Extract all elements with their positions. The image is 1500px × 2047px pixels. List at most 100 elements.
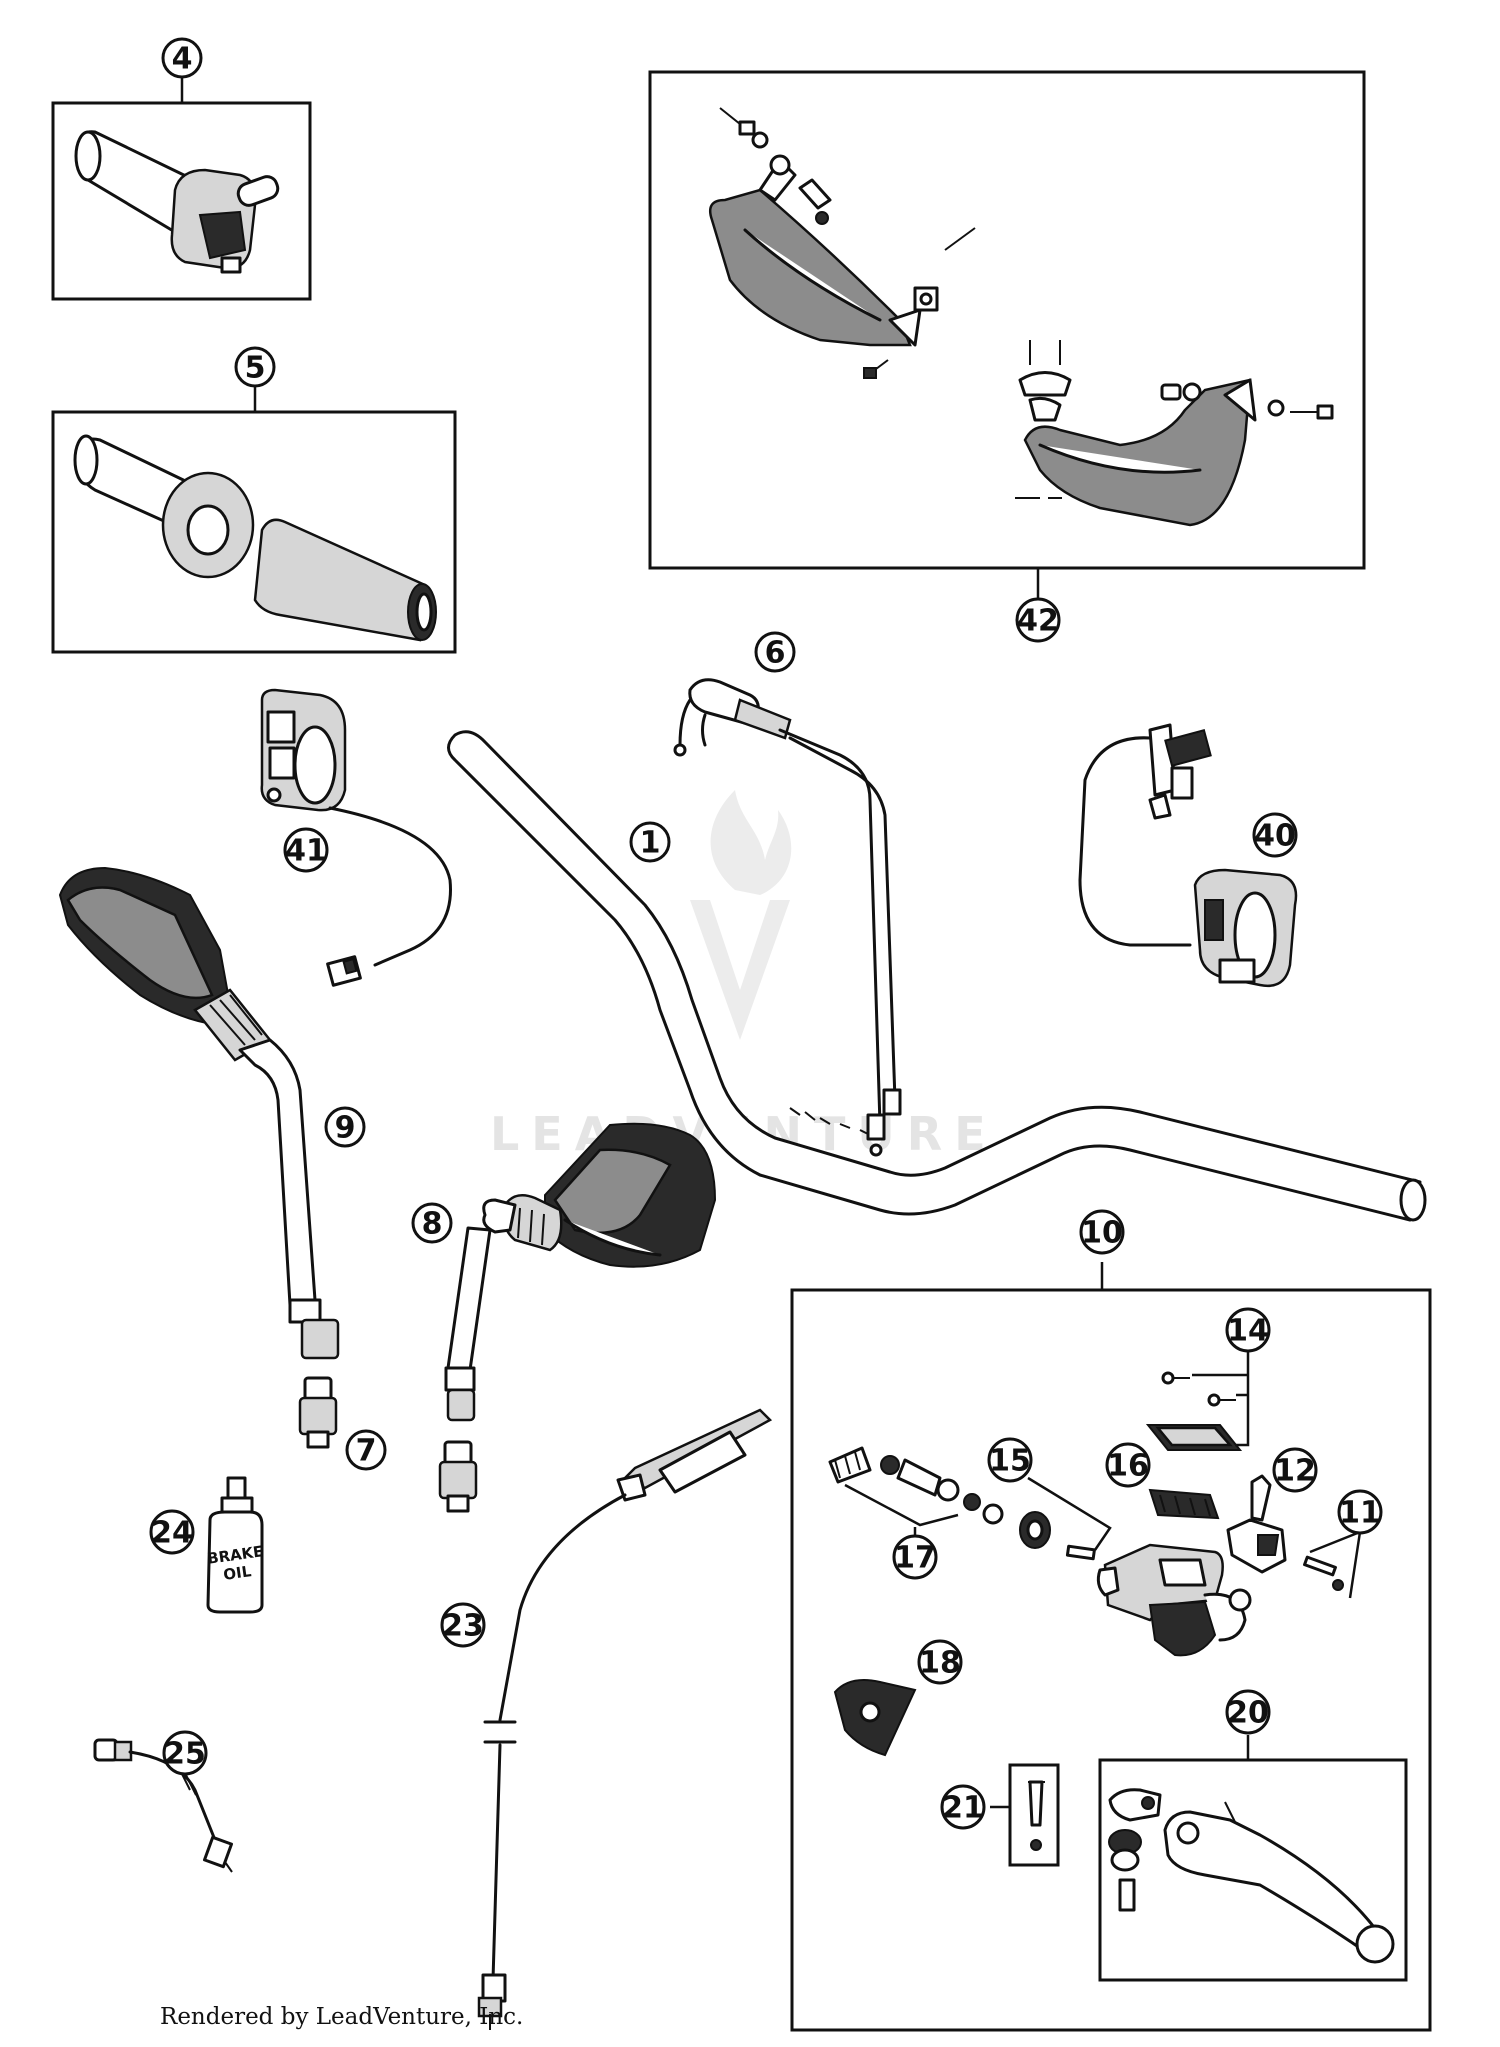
callout-circle (283, 827, 329, 873)
callout-label: 5 (245, 351, 266, 386)
footer-credit: Rendered by LeadVenture, Inc. (160, 2004, 523, 2030)
part-9-left-mirror (58, 866, 340, 1360)
callout-25: 25 (162, 1730, 208, 1776)
callout-5: 5 (234, 346, 276, 388)
callout-42: 42 (1015, 597, 1061, 643)
callout-circle (892, 1534, 938, 1580)
callout-circle (149, 1509, 195, 1555)
callout-10: 10 (1079, 1209, 1125, 1255)
part-24-brake-oil-bottle: BRAKE OIL (206, 1476, 265, 1614)
callouts: 4 5 42 6 41 1 40 9 8 10 14 7 15 16 12 24 11 17 23 18 25 20 21 (149, 37, 1383, 1830)
callout-label: 8 (422, 1207, 443, 1242)
callout-circle (234, 346, 276, 388)
callout-circle (1079, 1209, 1125, 1255)
callout-circle (162, 1730, 208, 1776)
callout-20: 20 (1225, 1689, 1271, 1735)
callout-circle (324, 1106, 366, 1148)
part-23-clutch-line (477, 1408, 773, 2030)
callout-23: 23 (440, 1602, 486, 1648)
part-42-hand-guards (648, 70, 1366, 570)
callout-circle (411, 1202, 453, 1244)
callout-circle (1105, 1442, 1151, 1488)
callout-label: 14 (1227, 1314, 1269, 1349)
callout-label: 23 (442, 1609, 484, 1644)
callout-circle (940, 1784, 986, 1830)
callout-14: 14 (1225, 1307, 1271, 1353)
callout-label: 21 (942, 1791, 984, 1826)
callout-label: 6 (765, 636, 786, 671)
callout-11: 11 (1337, 1489, 1383, 1535)
watermark-flame-icon (710, 790, 792, 895)
callout-8: 8 (411, 1202, 453, 1244)
callout-41: 41 (283, 827, 329, 873)
callout-circle (1252, 812, 1298, 858)
frame-10 (790, 1288, 1432, 2032)
part-11-clamp (1226, 1518, 1362, 1599)
callout-label: 12 (1274, 1454, 1316, 1489)
callout-1: 1 (629, 821, 671, 863)
part-17-piston-kit (828, 1446, 1004, 1550)
callout-label: 11 (1339, 1496, 1381, 1531)
frame-42 (648, 70, 1366, 570)
callout-label: 7 (356, 1434, 377, 1469)
callout-circle (1225, 1689, 1271, 1735)
callout-circle (1337, 1489, 1383, 1535)
callout-12: 12 (1272, 1447, 1318, 1493)
callout-24: 24 (149, 1509, 195, 1555)
callout-label: 17 (894, 1541, 936, 1576)
callout-label: 9 (335, 1111, 356, 1146)
part-6-throttle-cable (673, 678, 902, 1157)
part-14-reservoir-cover (1145, 1340, 1250, 1451)
part-1-handlebar (447, 730, 1427, 1222)
callout-9: 9 (324, 1106, 366, 1148)
callout-label: 41 (285, 834, 327, 869)
watermark-v-icon (690, 900, 790, 1040)
callout-circle (917, 1639, 963, 1685)
callout-label: 24 (151, 1516, 193, 1551)
callout-label: 20 (1227, 1696, 1269, 1731)
frame-20 (1098, 1758, 1408, 1982)
part-41-left-switch (260, 688, 452, 987)
callout-circle (1225, 1307, 1271, 1353)
bottle-label-line2: OIL (222, 1562, 253, 1584)
callout-4: 4 (161, 37, 203, 79)
frame-21 (1008, 1763, 1060, 1867)
callout-label: 18 (919, 1646, 961, 1681)
part-15-bushing (1019, 1476, 1112, 1561)
callout-7: 7 (345, 1429, 387, 1471)
callout-label: 4 (172, 42, 193, 77)
part-20-brake-lever-kit (1098, 1735, 1408, 1982)
callout-label: 25 (164, 1737, 206, 1772)
part-21-pin-set (990, 1763, 1060, 1867)
part-7-mirror-adapters (298, 1376, 478, 1513)
part-25-sensor-cable (93, 1738, 234, 1873)
callout-17: 17 (892, 1534, 938, 1580)
callout-label: 40 (1254, 819, 1296, 854)
callout-label: 1 (640, 826, 661, 861)
callout-circle (345, 1429, 387, 1471)
callout-6: 6 (754, 631, 796, 673)
callout-label: 16 (1107, 1449, 1149, 1484)
part-12-screw (1250, 1474, 1272, 1522)
leader-lines (180, 78, 1104, 1290)
callout-circle (629, 821, 671, 863)
part-4-throttle-grip (51, 101, 312, 301)
callout-circle (440, 1602, 486, 1648)
callout-18: 18 (917, 1639, 963, 1685)
callout-label: 10 (1081, 1216, 1123, 1251)
callout-circle (161, 37, 203, 79)
part-8-right-mirror (444, 1122, 717, 1422)
callout-16: 16 (1105, 1442, 1151, 1488)
part-10-master-cylinder-assembly (790, 1288, 1432, 2032)
part-5-grip-set (51, 410, 457, 654)
callout-label: 15 (989, 1444, 1031, 1479)
callout-label: 42 (1017, 604, 1059, 639)
callout-circle (1272, 1447, 1318, 1493)
part-40-right-switch (1078, 723, 1298, 988)
callout-21: 21 (940, 1784, 986, 1830)
callout-circle (987, 1437, 1033, 1483)
callout-15: 15 (987, 1437, 1033, 1483)
callout-40: 40 (1252, 812, 1298, 858)
callout-circle (754, 631, 796, 673)
